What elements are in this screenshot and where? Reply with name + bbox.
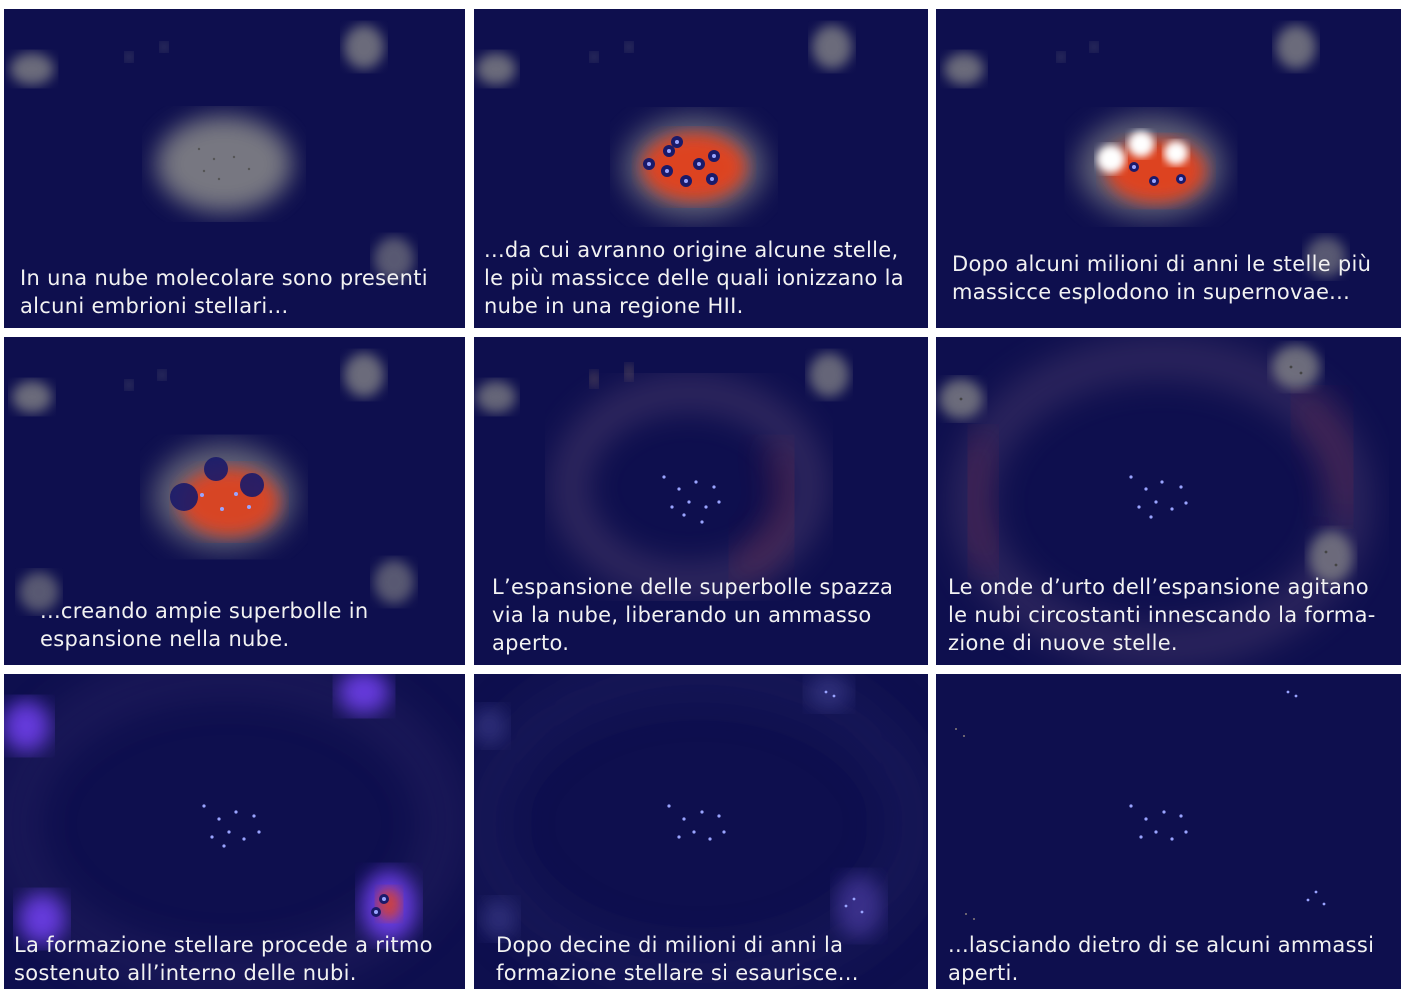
panel-6-scene bbox=[939, 344, 1364, 660]
panel-2-caption: ...da cui avranno origine alcune stelle,… bbox=[484, 238, 904, 318]
small-globule bbox=[625, 42, 633, 52]
fading-cloud bbox=[474, 706, 507, 746]
panel-9-scene bbox=[955, 690, 1326, 920]
open-clusters bbox=[667, 690, 864, 914]
panel-3-supernovae: Dopo alcuni milioni di anni le stelle pi… bbox=[936, 9, 1401, 328]
panel-4-caption: ...creando ampie superbolle in espansion… bbox=[40, 599, 369, 651]
cloud-embryos bbox=[959, 365, 1338, 567]
side-cloud bbox=[12, 381, 52, 413]
side-cloud bbox=[812, 25, 852, 69]
small-globule bbox=[158, 370, 166, 380]
small-globule bbox=[1090, 42, 1098, 52]
panel-3-scene bbox=[944, 25, 1346, 277]
side-cloud bbox=[344, 25, 384, 69]
panel-1-caption: In una nube molecolare sono presenti alc… bbox=[20, 266, 428, 318]
fading-cloud bbox=[807, 674, 851, 710]
fading-cloud bbox=[481, 899, 517, 939]
side-cloud bbox=[1276, 25, 1316, 69]
panel-6-triggered-formation: Le onde d’urto dell’espansione agitano l… bbox=[936, 337, 1401, 665]
stellar-embryos bbox=[197, 147, 251, 181]
side-cloud bbox=[476, 53, 516, 85]
open-cluster bbox=[662, 475, 721, 524]
panel-1-molecular-cloud: In una nube molecolare sono presenti alc… bbox=[4, 9, 465, 328]
small-globule bbox=[160, 42, 168, 52]
hii-region bbox=[1106, 139, 1206, 203]
forming-cloud bbox=[338, 674, 390, 714]
panel-9-open-clusters-left: ...lasciando dietro di se alcuni ammassi… bbox=[936, 674, 1401, 989]
small-globule bbox=[625, 364, 633, 380]
panel-8-scene bbox=[474, 674, 928, 988]
side-cloud bbox=[476, 381, 516, 413]
new-young-stars bbox=[371, 894, 389, 917]
open-cluster bbox=[202, 804, 261, 848]
supernova-flashes bbox=[1097, 131, 1188, 173]
expanding-shell bbox=[4, 674, 458, 988]
panel-7-scene bbox=[4, 674, 458, 988]
superbubbles bbox=[170, 457, 264, 511]
side-cloud bbox=[344, 353, 384, 397]
panel-7-caption: La formazione stellare procede a ritmo s… bbox=[14, 933, 433, 985]
panel-5-scene bbox=[476, 353, 849, 593]
side-cloud bbox=[944, 53, 984, 85]
expanding-shell bbox=[474, 674, 928, 988]
panel-6-caption: Le onde d’urto dell’espansione agitano l… bbox=[948, 575, 1376, 655]
panel-5-caption: L’espansione delle superbolle spazza via… bbox=[492, 575, 894, 655]
faint-cluster-stars bbox=[955, 728, 975, 920]
young-stars bbox=[1129, 162, 1186, 186]
side-cloud bbox=[10, 53, 54, 85]
panel-5-open-cluster-freed: L’espansione delle superbolle spazza via… bbox=[474, 337, 928, 665]
panel-7-star-formation: La formazione stellare procede a ritmo s… bbox=[4, 674, 465, 989]
panel-8-formation-ends: Dopo decine di milioni di anni la formaz… bbox=[474, 674, 928, 989]
forming-cloud bbox=[4, 700, 50, 752]
panel-3-caption: Dopo alcuni milioni di anni le stelle pi… bbox=[952, 252, 1372, 304]
shell-red-arc bbox=[961, 432, 1004, 573]
side-cloud bbox=[1272, 345, 1320, 389]
side-cloud bbox=[1309, 531, 1353, 583]
panel-8-caption: Dopo decine di milioni di anni la formaz… bbox=[496, 933, 859, 985]
shell-red-arc bbox=[730, 443, 796, 579]
panel-2-hii-region: ...da cui avranno origine alcune stelle,… bbox=[474, 9, 928, 328]
small-globule bbox=[1057, 52, 1065, 62]
side-cloud bbox=[1306, 237, 1346, 277]
open-cluster bbox=[1129, 475, 1188, 519]
panel-1-scene bbox=[10, 25, 414, 281]
fading-cloud bbox=[835, 874, 883, 938]
side-cloud bbox=[374, 237, 414, 281]
panel-4-scene bbox=[12, 353, 414, 612]
small-globule bbox=[125, 52, 133, 62]
side-cloud bbox=[19, 572, 59, 612]
young-stars bbox=[200, 492, 251, 511]
small-globule bbox=[125, 380, 133, 390]
small-globule bbox=[590, 52, 598, 62]
forming-cloud bbox=[18, 893, 66, 945]
central-molecular-cloud bbox=[156, 116, 292, 212]
small-globule bbox=[590, 371, 598, 387]
panel-9-caption: ...lasciando dietro di se alcuni ammassi… bbox=[948, 933, 1375, 985]
expanding-shell bbox=[558, 381, 820, 593]
panel-4-superbubbles: ...creando ampie superbolle in espansion… bbox=[4, 337, 465, 665]
side-cloud bbox=[809, 353, 849, 397]
panel-2-scene bbox=[476, 25, 852, 217]
side-cloud bbox=[374, 560, 414, 604]
young-stars bbox=[643, 136, 720, 187]
hii-region bbox=[377, 888, 401, 920]
shell-red-arc bbox=[1290, 390, 1357, 519]
open-clusters bbox=[1129, 690, 1326, 906]
